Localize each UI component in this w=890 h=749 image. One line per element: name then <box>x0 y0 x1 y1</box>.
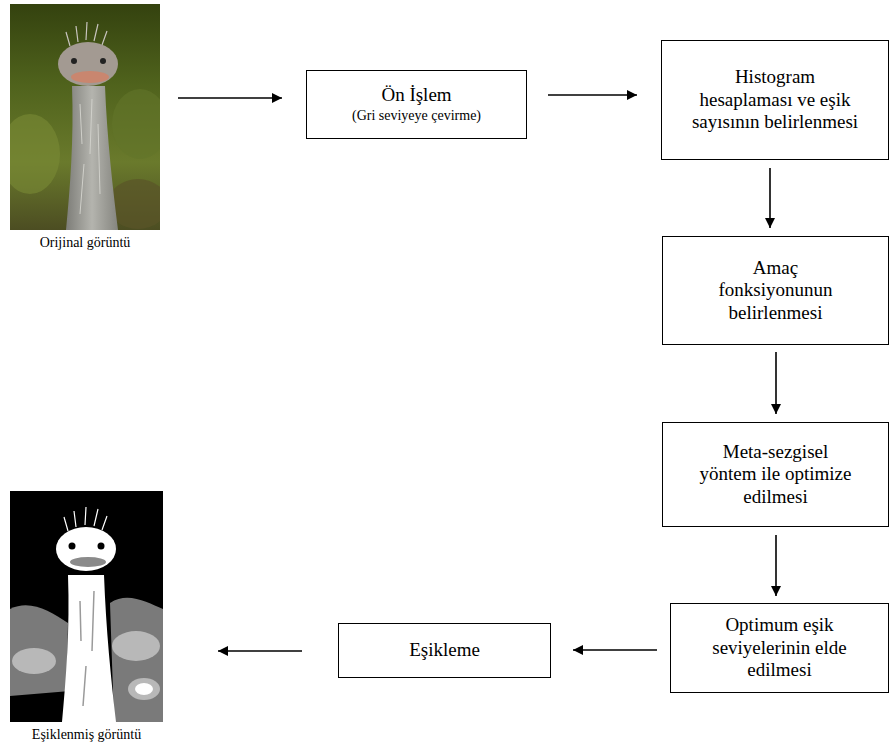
flow-arrow <box>573 649 657 651</box>
white-region <box>135 683 153 695</box>
box-label: Ön İşlem <box>381 84 451 106</box>
box-label: Histogram hesaplaması ve eşik sayısının … <box>689 66 861 133</box>
image-caption: Eşiklenmiş görüntü <box>32 727 141 744</box>
photo-blur <box>10 114 60 194</box>
thresholded-photo <box>10 491 163 722</box>
flow-arrow <box>769 168 771 228</box>
box-label: Amaç fonksiyonunun belirlenmesi <box>708 257 843 324</box>
neck-texture <box>80 99 100 214</box>
ostrich-neck <box>66 86 118 230</box>
process-box: Meta-sezgisel yöntem ile optimize edilme… <box>662 422 889 527</box>
dark-region <box>10 691 70 722</box>
ostrich-head <box>58 42 118 86</box>
light-grey-region <box>112 631 160 661</box>
image-panel: Eşiklenmiş görüntü <box>10 491 163 744</box>
image-caption: Orijinal görüntü <box>40 235 131 252</box>
ostrich-beak <box>71 71 109 83</box>
process-box: Optimum eşik seviyelerinin elde edilmesi <box>670 603 889 693</box>
process-box: Histogram hesaplaması ve eşik sayısının … <box>661 40 889 160</box>
photo-background <box>10 491 163 722</box>
flow-arrow <box>548 94 637 96</box>
image-panel: Orijinal görüntü <box>10 4 160 252</box>
ostrich-eye <box>100 58 106 64</box>
neck-texture <box>80 591 94 706</box>
box-label: Eşikleme <box>409 639 480 661</box>
light-grey-region <box>12 648 56 674</box>
ostrich-eye <box>98 543 105 550</box>
flow-arrow <box>775 535 777 596</box>
process-box: Eşikleme <box>338 623 551 678</box>
ostrich-neck <box>62 575 116 722</box>
grey-region <box>110 598 163 722</box>
box-label: Optimum eşik seviyelerinin elde edilmesi <box>704 614 856 681</box>
box-sublabel: (Gri seviyeye çevirme) <box>352 108 481 125</box>
flow-arrow <box>775 352 777 414</box>
ostrich-beak <box>70 557 106 567</box>
process-box: Ön İşlem (Gri seviyeye çevirme) <box>306 70 527 139</box>
ostrich-eye <box>69 543 76 550</box>
light-grey-region <box>128 678 160 700</box>
flow-arrow <box>218 650 302 652</box>
ostrich-head <box>56 527 116 571</box>
flow-arrow <box>178 97 282 99</box>
process-box: Amaç fonksiyonunun belirlenmesi <box>662 236 889 345</box>
box-label: Meta-sezgisel yöntem ile optimize edilme… <box>693 441 858 508</box>
ostrich-eye <box>71 58 77 64</box>
photo-blur <box>112 89 160 159</box>
original-photo <box>10 4 160 230</box>
